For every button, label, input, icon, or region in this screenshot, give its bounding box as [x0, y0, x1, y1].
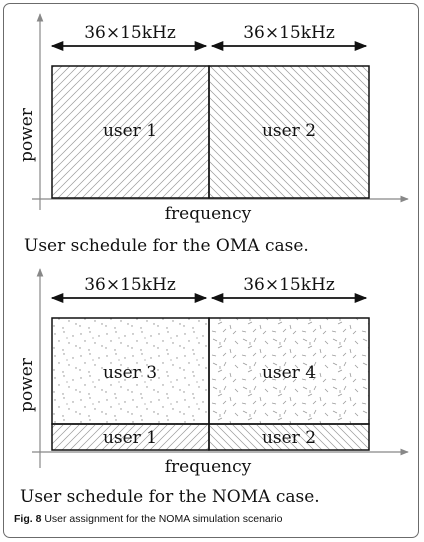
oma-diagram: 36×15kHz 36×15kHz user 1 user 2 power fr…: [17, 13, 409, 256]
noma-user2-block: [208, 423, 370, 451]
oma-user2-block: [208, 65, 370, 199]
noma-y-axis-label: power: [17, 357, 37, 412]
noma-user1-label: user 1: [103, 428, 157, 448]
figure-caption-label: Fig. 8: [14, 513, 42, 525]
noma-user3-label: user 3: [103, 363, 157, 383]
figure-caption-text: User assignment for the NOMA simulation …: [44, 513, 283, 525]
oma-bandwidth-label-2: 36×15kHz: [243, 23, 335, 43]
noma-x-axis-label: frequency: [165, 457, 252, 477]
figure-caption: Fig. 8 User assignment for the NOMA simu…: [14, 513, 414, 525]
noma-user4-block: [208, 317, 370, 425]
figure-frame: [3, 3, 419, 538]
oma-user1-block: [51, 65, 210, 199]
oma-bandwidth-label-1: 36×15kHz: [84, 23, 176, 43]
oma-subtitle: User schedule for the OMA case.: [24, 236, 309, 256]
noma-bandwidth-label-2: 36×15kHz: [243, 275, 335, 295]
noma-user2-label: user 2: [262, 428, 316, 448]
noma-subtitle: User schedule for the NOMA case.: [20, 487, 320, 507]
oma-user2-label: user 2: [262, 121, 316, 141]
oma-y-axis-label: power: [17, 107, 37, 162]
noma-bandwidth-label-1: 36×15kHz: [84, 275, 176, 295]
oma-x-axis-label: frequency: [165, 204, 252, 224]
noma-user4-label: user 4: [262, 363, 316, 383]
noma-user3-block: [51, 317, 210, 425]
noma-diagram: 36×15kHz 36×15kHz user 3 user 4 user 1 u…: [17, 268, 409, 507]
oma-user1-label: user 1: [103, 121, 157, 141]
